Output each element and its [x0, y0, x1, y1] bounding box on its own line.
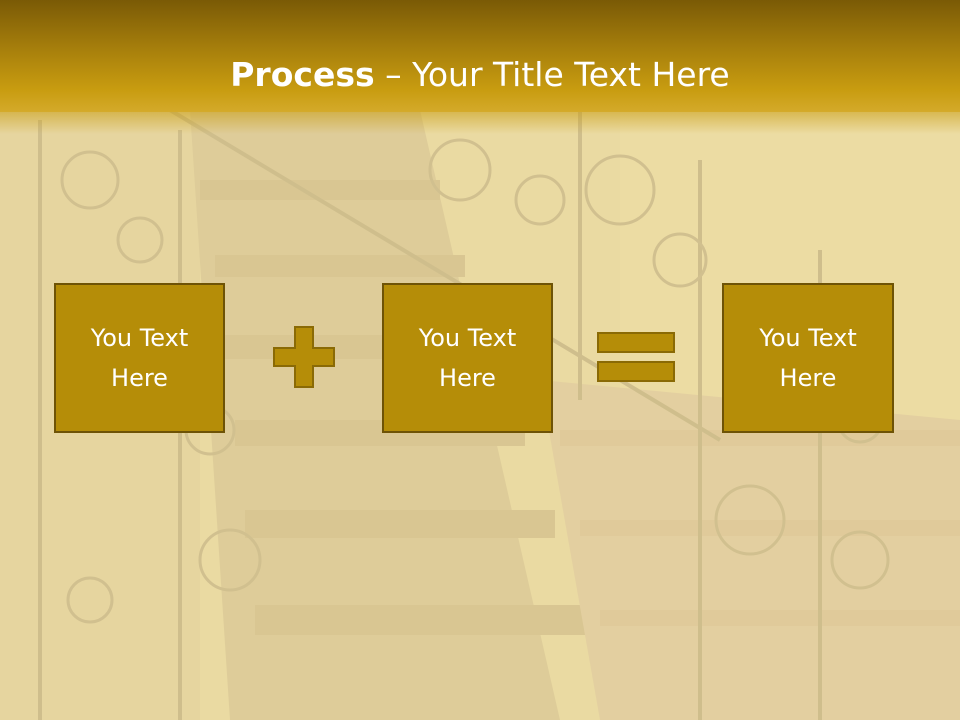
- process-box-2-line-1: You Text: [418, 324, 517, 352]
- process-box-2-line-2: Here: [439, 364, 496, 392]
- slide-title: Process – Your Title Text Here: [0, 52, 960, 98]
- process-box-1: You Text Here: [54, 283, 225, 433]
- title-bar-fade: [0, 112, 960, 134]
- process-box-1-line-2: Here: [111, 364, 168, 392]
- process-box-3-line-1: You Text: [759, 324, 857, 352]
- title-bar: [0, 0, 960, 112]
- process-box-3-line-2: Here: [779, 364, 837, 392]
- process-box-1-line-1: You Text: [90, 324, 189, 352]
- plus-icon: [273, 326, 335, 388]
- equals-icon: [597, 332, 675, 382]
- slide-title-rest: – Your Title Text Here: [374, 55, 730, 94]
- slide-title-bold: Process: [230, 55, 375, 94]
- process-box-3: You Text Here: [722, 283, 894, 433]
- process-box-2: You Text Here: [382, 283, 553, 433]
